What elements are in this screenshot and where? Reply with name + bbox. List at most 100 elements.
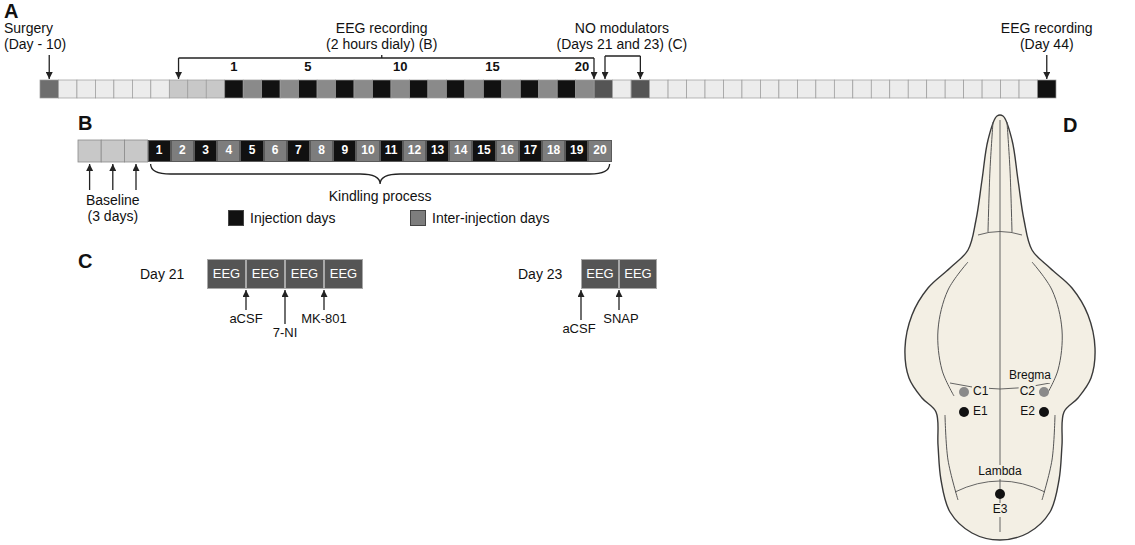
eeg-box: EEG — [619, 259, 657, 289]
timeline-day — [243, 80, 261, 98]
timeline-day — [58, 80, 76, 98]
day-number: 1 — [230, 60, 237, 75]
electrode-dot — [1039, 387, 1049, 397]
baseline-day — [78, 140, 101, 162]
day-number: 20 — [575, 60, 589, 75]
recording-bracket — [381, 55, 382, 58]
timeline-day — [687, 80, 705, 98]
panel-letter: B — [78, 112, 92, 135]
surgery-arrow — [49, 55, 50, 79]
node-text: EEG — [330, 267, 357, 281]
timeline-day — [594, 80, 612, 98]
kindling-brace — [151, 164, 610, 184]
drug-label: SNAP — [603, 312, 638, 327]
timeline-day — [723, 80, 741, 98]
timeline-day — [927, 80, 945, 98]
timeline-day — [890, 80, 908, 98]
day-square: 15 — [472, 140, 495, 162]
timeline-day — [317, 80, 335, 98]
timeline-note: EEG recording — [1001, 20, 1093, 36]
day-label: Day 21 — [140, 266, 184, 282]
node-text: EEG — [213, 267, 240, 281]
node-text: 19 — [570, 144, 583, 157]
drug-label: MK-801 — [301, 312, 347, 327]
timeline-note: EEG recording — [336, 20, 428, 36]
node-text: 1 — [156, 144, 163, 157]
day-square: 14 — [449, 140, 472, 162]
timeline-day — [520, 80, 538, 98]
baseline-arrow — [135, 164, 136, 190]
node-text: 3 — [202, 144, 209, 157]
timeline-day — [465, 80, 483, 98]
timeline-day — [834, 80, 852, 98]
timeline-note: (Days 21 and 23) (C) — [557, 36, 688, 52]
panel-letter: C — [78, 250, 92, 273]
drug-arrow — [618, 290, 619, 310]
timeline-day — [964, 80, 982, 98]
eeg-box: EEG — [285, 259, 324, 289]
electrode-label: C2 — [1019, 385, 1036, 399]
eeg-box: EEG — [207, 259, 246, 289]
timeline-day — [40, 80, 58, 98]
timeline-day — [151, 80, 169, 98]
timeline-day — [1001, 80, 1019, 98]
art-layer — [40, 55, 1095, 540]
day-number: 15 — [485, 60, 499, 75]
day-square: 20 — [588, 140, 611, 162]
timeline-day — [668, 80, 686, 98]
eeg-box: EEG — [581, 259, 619, 289]
frontonasal-suture — [978, 232, 1022, 236]
timeline-day — [816, 80, 834, 98]
timeline-day — [391, 80, 409, 98]
skull-contour — [1042, 415, 1055, 500]
drug-arrow — [245, 290, 246, 310]
timeline-day — [853, 80, 871, 98]
timeline-day — [132, 80, 150, 98]
phase-label: (3 days) — [88, 208, 139, 224]
drug-label: 7-NI — [273, 326, 298, 341]
phase-label: Kindling process — [329, 188, 432, 204]
day-square: 4 — [217, 140, 240, 162]
electrode-dot — [959, 407, 969, 417]
day-square: 2 — [171, 140, 194, 162]
drug-label: aCSF — [562, 322, 595, 337]
recording-arrow — [178, 58, 179, 79]
timeline-day — [539, 80, 557, 98]
timeline-day — [557, 80, 575, 98]
timeline-day — [502, 80, 520, 98]
timeline-day — [483, 80, 501, 98]
node-text: EEG — [624, 267, 651, 281]
electrode-label: E3 — [992, 503, 1009, 517]
timeline-day — [797, 80, 815, 98]
timeline-day — [206, 80, 224, 98]
electrode-dot — [1039, 407, 1049, 417]
timeline-day — [705, 80, 723, 98]
node-text: 6 — [272, 144, 279, 157]
modulator-arrow — [640, 56, 641, 79]
timeline-day — [95, 80, 113, 98]
timeline-day — [373, 80, 391, 98]
baseline-arrow — [112, 164, 113, 190]
timeline-day — [613, 80, 631, 98]
day-number: 10 — [393, 60, 407, 75]
legend-swatch — [228, 210, 244, 226]
timeline-day — [982, 80, 1000, 98]
electrode-dot — [995, 489, 1005, 499]
timeline-day — [908, 80, 926, 98]
timeline-note: (Day - 10) — [4, 36, 66, 52]
day-square: 9 — [333, 140, 356, 162]
day-square: 12 — [403, 140, 426, 162]
day-square: 8 — [310, 140, 333, 162]
timeline-day — [299, 80, 317, 98]
skull-outline — [905, 115, 1095, 540]
node-text: 4 — [225, 144, 232, 157]
node-text: 8 — [318, 144, 325, 157]
timeline-day — [354, 80, 372, 98]
drug-arrow — [284, 290, 285, 324]
node-text: 12 — [408, 144, 421, 157]
node-text: 15 — [477, 144, 490, 157]
day-square: 6 — [264, 140, 287, 162]
timeline-day — [77, 80, 95, 98]
day-square: 19 — [565, 140, 588, 162]
panel-letter: D — [1063, 114, 1077, 137]
